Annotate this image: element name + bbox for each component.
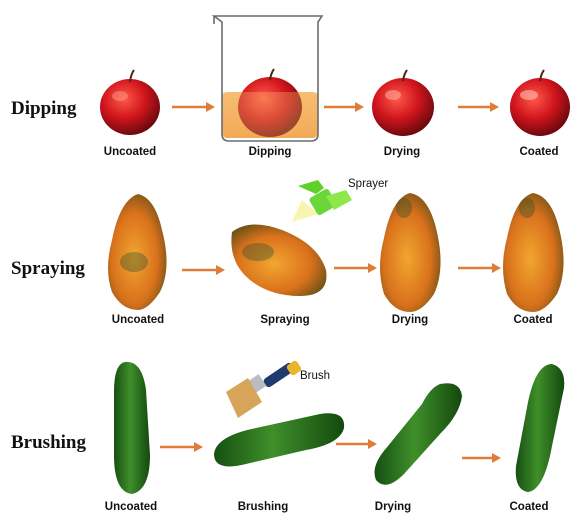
apple-coated <box>510 70 570 136</box>
arrow-2-1 <box>182 265 225 275</box>
arrow-1-1 <box>172 102 215 112</box>
arrow-1-3 <box>458 102 499 112</box>
apple-uncoated <box>100 70 160 135</box>
arrow-2-2 <box>334 263 377 273</box>
row-title-dipping: Dipping <box>11 98 76 120</box>
step-label: Uncoated <box>75 146 185 158</box>
step-label: Drying <box>338 501 448 513</box>
step-label: Dipping <box>215 146 325 158</box>
papaya-coated <box>503 193 564 312</box>
step-label: Uncoated <box>83 314 193 326</box>
arrow-2-3 <box>458 263 501 273</box>
beaker-with-apple <box>214 16 322 141</box>
cucumber-brushing <box>214 413 344 466</box>
step-label: Drying <box>355 314 465 326</box>
brush-icon <box>226 360 302 418</box>
brush-label: Brush <box>300 370 330 382</box>
arrow-3-2 <box>336 439 377 449</box>
step-label: Brushing <box>208 501 318 513</box>
apple-drying <box>372 70 434 136</box>
row-title-brushing: Brushing <box>11 432 86 454</box>
step-label: Coated <box>478 314 576 326</box>
arrow-1-2 <box>324 102 364 112</box>
papaya-spraying <box>231 224 326 296</box>
sprayer-label: Sprayer <box>348 178 388 190</box>
cucumber-uncoated <box>114 362 150 494</box>
arrow-3-3 <box>462 453 501 463</box>
cucumber-drying <box>375 383 463 485</box>
step-label: Coated <box>484 146 576 158</box>
sprayer-icon <box>292 180 352 222</box>
papaya-drying <box>380 193 441 312</box>
step-label: Coated <box>474 501 576 513</box>
step-label: Uncoated <box>76 501 186 513</box>
cucumber-coated <box>516 364 565 492</box>
step-label: Spraying <box>230 314 340 326</box>
row-title-spraying: Spraying <box>11 258 85 280</box>
arrow-3-1 <box>160 442 203 452</box>
step-label: Drying <box>347 146 457 158</box>
papaya-uncoated <box>108 194 167 310</box>
